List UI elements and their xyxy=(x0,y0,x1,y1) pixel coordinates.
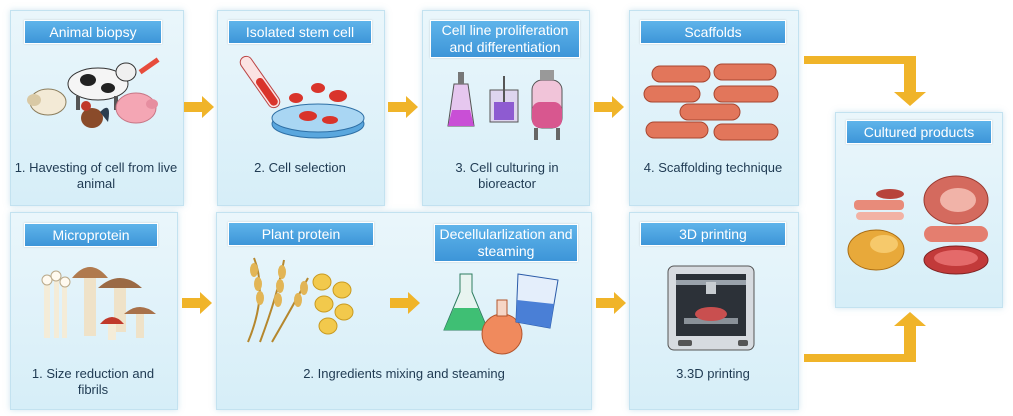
arrow-icon xyxy=(804,56,926,106)
mushrooms-icon xyxy=(41,267,156,340)
label-cell-line: Cell line proliferation and differentiat… xyxy=(430,20,580,58)
lab-flasks-icon xyxy=(443,273,559,355)
muscle-fiber-scaffold-icon xyxy=(643,63,779,141)
wheat-soybeans-icon xyxy=(247,257,354,343)
arrow-icon xyxy=(182,292,212,314)
bioreactor-icon xyxy=(447,70,563,140)
arrow-icon xyxy=(388,96,418,118)
test-tube-petri-dish-icon xyxy=(239,55,365,139)
caption-cell-selection: 2. Cell selection xyxy=(254,160,346,175)
caption-harvesting: 1. Havesting of cell from live animal xyxy=(14,160,178,191)
arrow-icon xyxy=(184,96,214,118)
label-plant-protein: Plant protein xyxy=(228,222,374,246)
caption-scaffolding: 4. Scaffolding technique xyxy=(643,160,783,175)
label-isolated-stem-cell: Isolated stem cell xyxy=(228,20,372,44)
label-cultured-products: Cultured products xyxy=(846,120,992,144)
label-scaffolds: Scaffolds xyxy=(640,20,786,44)
caption-3d-printing: 3.3D printing xyxy=(676,366,750,381)
arrow-icon xyxy=(390,292,420,314)
label-decellularization: Decellularlization and steaming xyxy=(434,224,578,262)
label-animal-biopsy: Animal biopsy xyxy=(24,20,162,44)
farm-animals-icon xyxy=(27,57,160,128)
label-3d-printing: 3D printing xyxy=(640,222,786,246)
caption-size-reduction: 1. Size reduction and fibrils xyxy=(31,366,155,397)
arrow-icon xyxy=(804,312,926,362)
arrow-icon xyxy=(596,292,626,314)
meat-products-icon xyxy=(847,175,989,275)
label-microprotein: Microprotein xyxy=(24,223,158,247)
arrow-icon xyxy=(594,96,624,118)
3d-printer-icon xyxy=(667,265,755,351)
caption-cell-culturing: 3. Cell culturing in bioreactor xyxy=(455,160,559,191)
caption-ingredients-mixing: 2. Ingredients mixing and steaming xyxy=(303,366,505,381)
